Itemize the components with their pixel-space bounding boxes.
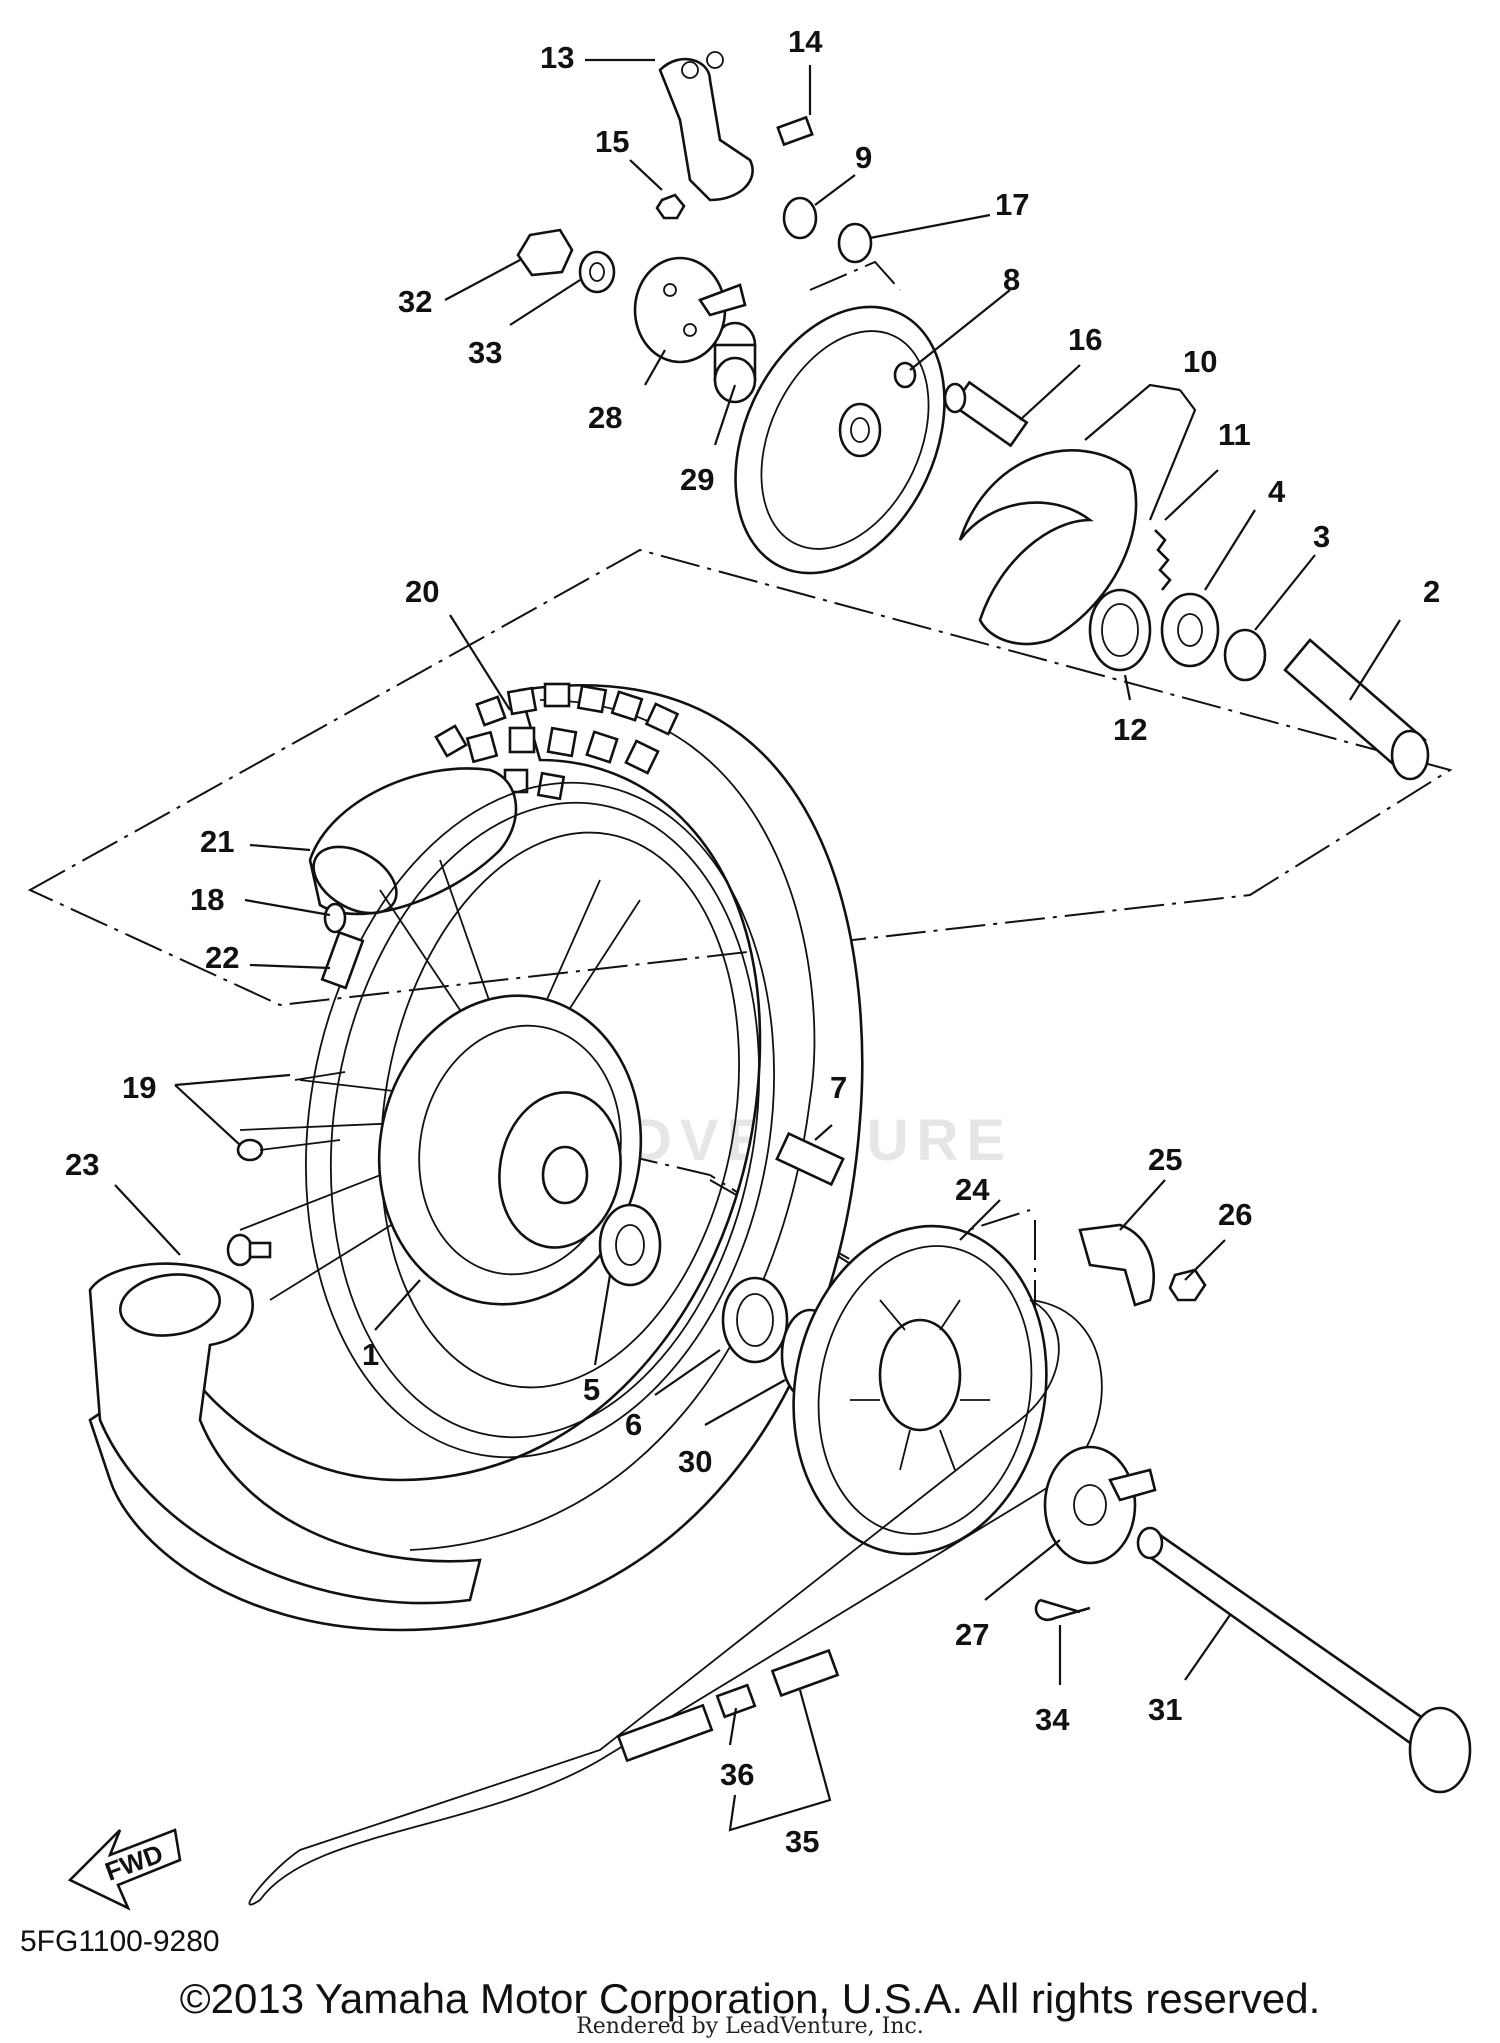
- callout-11: 11: [1218, 417, 1251, 452]
- collar-3: [1223, 628, 1267, 682]
- wheel-hub: [377, 994, 643, 1306]
- bearing-4: [1160, 592, 1220, 668]
- rear-sprocket: [792, 1224, 1048, 1556]
- brake-spring: [1154, 529, 1172, 591]
- callout-35: 35: [785, 1824, 819, 1859]
- callout-18: 18: [190, 882, 224, 917]
- rim-lock-nut: [226, 1233, 272, 1267]
- callout-27: 27: [955, 1617, 989, 1652]
- brake-group-boundary: [809, 260, 901, 291]
- sprocket-28: [633, 256, 747, 364]
- oil-seal: [721, 1276, 789, 1364]
- fwd-arrow: FWD: [67, 1828, 182, 1911]
- wheel-bearing: [598, 1203, 662, 1287]
- hub-spacer: [775, 1131, 845, 1187]
- callout-2: 2: [1423, 574, 1440, 609]
- leader-lines: [114, 58, 1401, 1832]
- callout-34: 34: [1035, 1702, 1070, 1737]
- rendered-by-credit: Rendered by LeadVenture, Inc.: [576, 2014, 924, 2039]
- callout-5: 5: [583, 1372, 600, 1407]
- callout-numbers: 13 14 15 9 17 32 33 8 28 16 10 29 11 4 3…: [65, 24, 1440, 1859]
- callout-7: 7: [830, 1070, 847, 1105]
- callout-4: 4: [1268, 474, 1286, 509]
- axle-nut-32: [516, 228, 574, 277]
- bolt-14: [776, 115, 814, 147]
- callout-8: 8: [1003, 262, 1020, 297]
- callout-28: 28: [588, 400, 622, 435]
- wear-indicator: [782, 196, 818, 240]
- collar-29: [713, 321, 757, 404]
- callout-10: 10: [1183, 344, 1217, 379]
- callout-31: 31: [1148, 1692, 1182, 1727]
- cam-lever-hole: [681, 61, 699, 79]
- adjuster-nut: [1168, 1268, 1207, 1302]
- cotter-pin: [1034, 1598, 1091, 1621]
- callout-21: 21: [200, 824, 234, 859]
- drive-sprocket: [1043, 1445, 1157, 1565]
- oil-seal-12: [1088, 588, 1152, 672]
- callout-30: 30: [678, 1444, 712, 1479]
- callout-29: 29: [680, 462, 714, 497]
- brake-panel: [734, 305, 946, 575]
- valve-cap: [323, 902, 347, 934]
- cam-lever: [658, 57, 754, 202]
- tire: [88, 682, 864, 1632]
- callout-15: 15: [595, 124, 629, 159]
- rim-band: [88, 1262, 482, 1605]
- callout-32: 32: [398, 284, 432, 319]
- chain-adjuster: [1078, 1223, 1155, 1307]
- callout-3: 3: [1313, 519, 1330, 554]
- chain-links: [616, 1648, 840, 1763]
- callout-26: 26: [1218, 1197, 1252, 1232]
- copyright-notice: ©2013 Yamaha Motor Corporation, U.S.A. A…: [179, 1975, 1321, 2022]
- spoke-nipple-upper: [294, 1071, 346, 1081]
- rim-lock: [320, 930, 365, 990]
- callout-14: 14: [788, 24, 823, 59]
- brake-camshaft: [943, 380, 1029, 448]
- callout-20: 20: [405, 574, 439, 609]
- tire-tread-knobs: [434, 682, 680, 801]
- brake-shoes: [958, 449, 1138, 646]
- wheel-rim: [305, 781, 775, 1459]
- callout-12: 12: [1113, 712, 1147, 747]
- callout-36: 36: [720, 1757, 754, 1792]
- diagram-code: 5FG1100-9280: [20, 1925, 220, 1958]
- rear-axle: [1136, 1526, 1472, 1794]
- callout-13: 13: [540, 40, 574, 75]
- callout-23: 23: [65, 1147, 99, 1182]
- inner-tube-opening: [312, 845, 398, 915]
- sprocket-group-boundary: [709, 1179, 1031, 1267]
- callout-1: 1: [362, 1337, 379, 1372]
- spoke-nipple: [236, 1138, 264, 1162]
- callout-17: 17: [995, 187, 1029, 222]
- collar-17: [837, 222, 873, 264]
- nut-15: [655, 193, 686, 220]
- axle-spacer: [1283, 638, 1430, 781]
- callout-22: 22: [205, 940, 239, 975]
- callout-24: 24: [955, 1172, 990, 1207]
- rim-band-valve-hole: [119, 1273, 221, 1337]
- washer-33: [578, 250, 616, 294]
- drive-chain: [248, 1299, 1103, 1906]
- callout-16: 16: [1068, 322, 1102, 357]
- hub-assembly-boundary: [27, 548, 1453, 1007]
- callout-9: 9: [855, 140, 872, 175]
- callout-6: 6: [625, 1407, 642, 1442]
- callout-25: 25: [1148, 1142, 1182, 1177]
- callout-19: 19: [122, 1070, 156, 1105]
- callout-33: 33: [468, 335, 502, 370]
